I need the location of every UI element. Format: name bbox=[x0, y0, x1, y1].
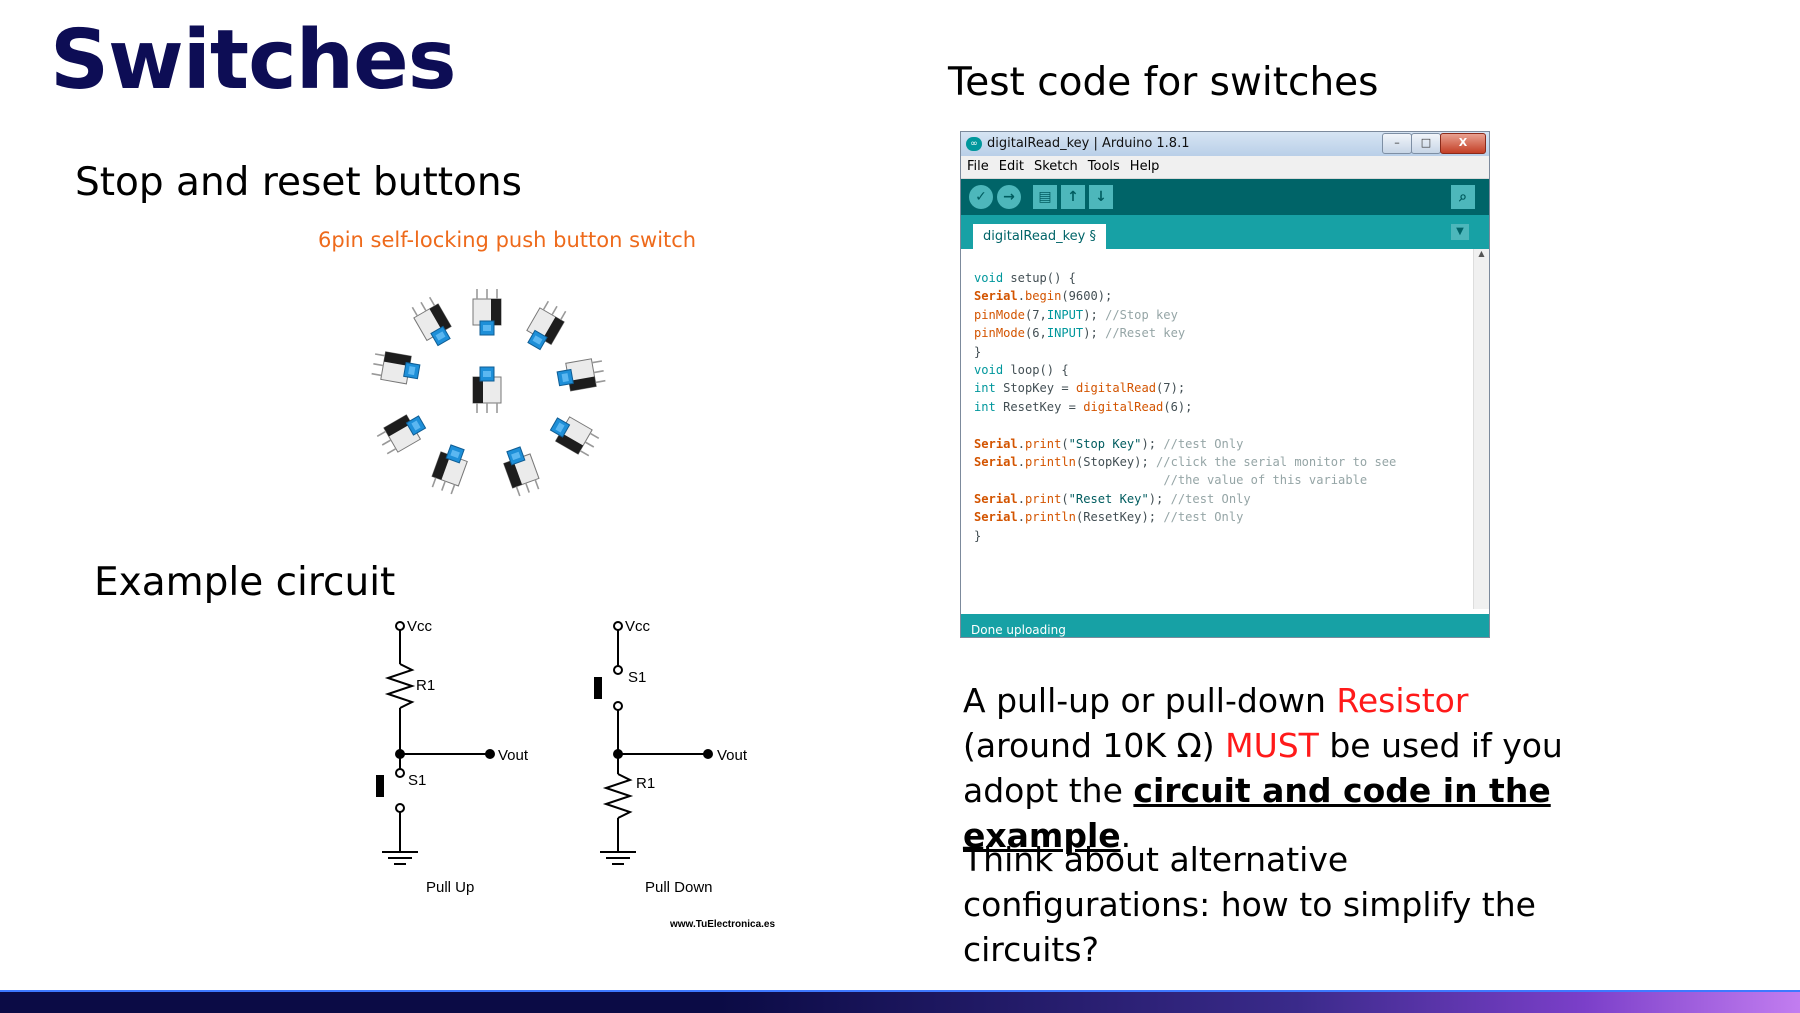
code-line: pinMode(7,INPUT); //Stop key bbox=[974, 307, 1178, 322]
example-circuit-diagram: Vcc R1 Vout S1 Pull Up Vcc S1 Vout R1 Pu… bbox=[376, 618, 775, 930]
menu-help[interactable]: Help bbox=[1129, 159, 1160, 174]
example-circuit-heading: Example circuit bbox=[94, 560, 396, 605]
code-line: Serial.println(ResetKey); //test Only bbox=[974, 510, 1244, 525]
minimize-button[interactable]: – bbox=[1382, 133, 1412, 154]
note-end: . bbox=[1120, 816, 1132, 855]
code-line: void setup() { bbox=[974, 271, 1076, 285]
code-line: //the value of this variable bbox=[1163, 473, 1368, 488]
pullup-vout-label: Vout bbox=[498, 747, 529, 764]
pulldown-vcc-label: Vcc bbox=[625, 618, 651, 635]
ide-statusbar: Done uploading bbox=[961, 614, 1489, 637]
code-line: } bbox=[974, 528, 982, 543]
pullup-r1-label: R1 bbox=[416, 677, 435, 694]
note-emphasis: circuit and code in the example bbox=[963, 771, 1551, 855]
pullup-vcc-terminal bbox=[395, 621, 405, 631]
menu-sketch[interactable]: Sketch bbox=[1033, 159, 1078, 174]
pullup-s1-label: S1 bbox=[408, 772, 426, 789]
new-sketch-icon[interactable]: ▤ bbox=[1033, 185, 1057, 209]
test-code-heading: Test code for switches bbox=[948, 60, 1379, 105]
menu-file[interactable]: File bbox=[967, 159, 989, 174]
note-text-1: A pull-up or pull-down bbox=[963, 681, 1337, 720]
maximize-button[interactable]: □ bbox=[1411, 133, 1441, 154]
menu-tools[interactable]: Tools bbox=[1087, 159, 1120, 174]
arduino-logo-icon: ∞ bbox=[966, 137, 982, 151]
pulldown-caption: Pull Down bbox=[645, 879, 713, 896]
photo-caption: 6pin self-locking push button switch bbox=[318, 228, 697, 252]
pulldown-r1-label: R1 bbox=[636, 775, 655, 792]
code-editor[interactable]: void setup() { Serial.begin(9600); pinMo… bbox=[961, 249, 1473, 609]
ide-toolbar: ✓ → ▤ ↑ ↓ ⌕ bbox=[961, 179, 1489, 215]
tab-menu-chevron-down-icon[interactable]: ▼ bbox=[1451, 224, 1469, 240]
verify-icon[interactable]: ✓ bbox=[969, 185, 993, 209]
circuit-credit: www.TuElectronica.es bbox=[669, 919, 775, 930]
save-sketch-icon[interactable]: ↓ bbox=[1089, 185, 1113, 209]
pulldown-vout-label: Vout bbox=[717, 747, 748, 764]
code-line: } bbox=[974, 344, 982, 359]
resistor-note: A pull-up or pull-down Resistor (around … bbox=[963, 678, 1603, 858]
code-line: Serial.print("Reset Key"); //test Only bbox=[974, 491, 1251, 506]
note-text-3: be used if you adopt the bbox=[963, 726, 1563, 810]
editor-scrollbar[interactable]: ▲ bbox=[1473, 249, 1489, 609]
alternative-config-note: Think about alternative configurations: … bbox=[963, 840, 1536, 969]
serial-monitor-icon[interactable]: ⌕ bbox=[1451, 185, 1475, 209]
code-line: Serial.println(StopKey); //click the ser… bbox=[974, 455, 1397, 470]
pullup-caption: Pull Up bbox=[426, 879, 474, 896]
arduino-ide-window: ∞ digitalRead_key | Arduino 1.8.1 – □ X … bbox=[960, 131, 1490, 638]
open-sketch-icon[interactable]: ↑ bbox=[1061, 185, 1085, 209]
footer-bar bbox=[0, 992, 1800, 1013]
pulldown-s1-label: S1 bbox=[628, 669, 646, 686]
code-line: Serial.begin(9600); bbox=[974, 289, 1113, 304]
ide-menubar: File Edit Sketch Tools Help bbox=[961, 156, 1489, 179]
note-resistor-word: Resistor bbox=[1336, 681, 1469, 720]
ide-window-title: digitalRead_key | Arduino 1.8.1 bbox=[987, 136, 1190, 151]
menu-edit[interactable]: Edit bbox=[998, 159, 1024, 174]
sketch-tab[interactable]: digitalRead_key § bbox=[973, 224, 1106, 249]
push-button-photo bbox=[370, 288, 607, 499]
ide-titlebar: ∞ digitalRead_key | Arduino 1.8.1 – □ X bbox=[961, 132, 1489, 156]
code-line: int ResetKey = digitalRead(6); bbox=[974, 399, 1193, 414]
slide-title: Switches bbox=[50, 13, 457, 108]
footer-accent-line bbox=[0, 990, 1800, 992]
ide-tabbar: digitalRead_key § ▼ bbox=[961, 215, 1489, 249]
code-line: void loop() { bbox=[974, 363, 1069, 378]
note-text-2: (around 10K Ω) bbox=[963, 726, 1226, 765]
code-text: void setup() { Serial.begin(9600); pinMo… bbox=[974, 269, 1396, 545]
status-text: Done uploading bbox=[971, 623, 1066, 637]
code-line: pinMode(6,INPUT); //Reset key bbox=[974, 326, 1186, 341]
pullup-vcc-label: Vcc bbox=[407, 618, 433, 635]
code-line: Serial.print("Stop Key"); //test Only bbox=[974, 436, 1244, 451]
code-line: int StopKey = digitalRead(7); bbox=[974, 381, 1186, 396]
upload-icon[interactable]: → bbox=[997, 185, 1021, 209]
stop-reset-heading: Stop and reset buttons bbox=[75, 160, 522, 205]
close-button[interactable]: X bbox=[1440, 133, 1486, 154]
note-must-word: MUST bbox=[1225, 726, 1319, 765]
